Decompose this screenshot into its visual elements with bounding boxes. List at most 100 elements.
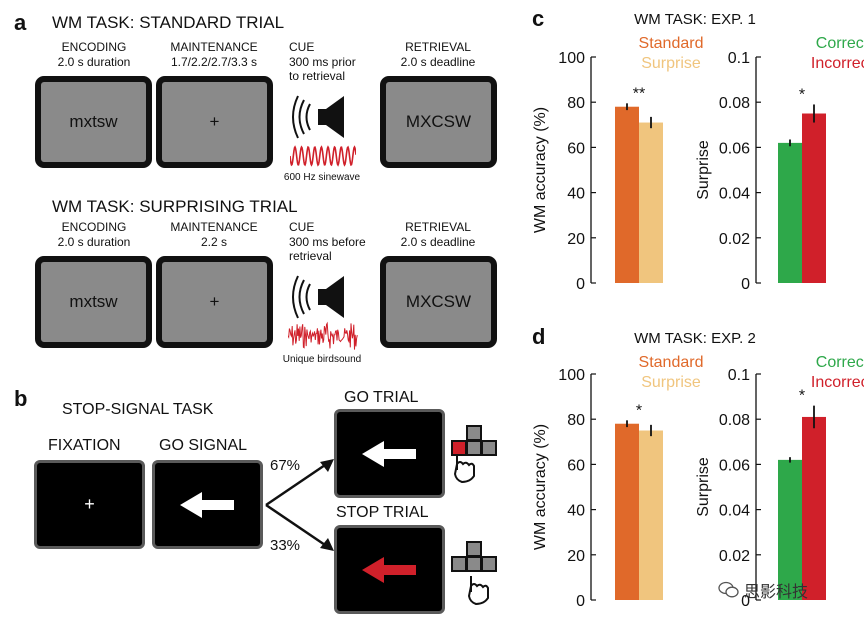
y-axis-label: Surprise [695, 140, 712, 200]
y-tick-label: 0.1 [728, 50, 750, 67]
bar-incorrect [802, 416, 826, 600]
stop-trial-label: STOP TRIAL [336, 504, 429, 521]
standard-trial-title: WM TASK: STANDARD TRIAL [52, 13, 285, 32]
panel-letter-d: d [532, 324, 546, 349]
surprising-cue-header: CUE 300 ms before retrieval [289, 220, 366, 263]
y-tick-label: 0 [576, 593, 585, 610]
y-tick-label: 20 [567, 548, 585, 565]
legend-entry: Incorrect [811, 55, 864, 72]
go-signal-screen [152, 460, 263, 549]
legend-entry: Surprise [641, 374, 701, 391]
bar-charts: WM TASK: EXP. 1 0 20 40 60 80 100 WM accuracy (… [532, 11, 864, 610]
go-signal-label: GO SIGNAL [159, 437, 248, 454]
y-tick-label: 20 [567, 231, 585, 248]
keypad-withhold-icon [451, 541, 497, 606]
y-tick-label: 0.04 [719, 503, 750, 520]
y-tick-label: 0.1 [728, 367, 750, 384]
surprising-trial-title: WM TASK: SURPRISING TRIAL [52, 197, 298, 216]
y-tick-label: 100 [558, 50, 585, 67]
birdsound-waveform-icon [288, 321, 358, 350]
fixation-cross: + [84, 494, 95, 514]
screen-text: + [209, 112, 220, 131]
bar-surprise [639, 430, 663, 600]
watermark-text: 思影科技 [744, 584, 809, 601]
branch-arrows-icon [265, 459, 334, 551]
y-tick-label: 40 [567, 503, 585, 520]
significance-marker: ** [633, 85, 645, 102]
significance-marker: * [799, 388, 805, 405]
standard-encoding-screen: mxtsw [35, 76, 152, 168]
y-tick-label: 0 [741, 593, 750, 610]
y-tick-label: 0.06 [719, 140, 750, 157]
bar-surprise [639, 122, 663, 283]
left-arrow-icon [179, 491, 234, 518]
y-tick-label: 0 [576, 276, 585, 293]
go-trial-label: GO TRIAL [344, 389, 419, 406]
screen-text: MXCSW [405, 292, 472, 311]
standard-maintenance-screen: + [156, 76, 273, 168]
bar-correct [778, 142, 802, 283]
legend-entry: Standard [639, 35, 704, 52]
legend-entry: Surprise [641, 55, 701, 72]
red-left-arrow-icon [361, 556, 416, 583]
speaker-icon [292, 95, 344, 139]
panel-letter-a: a [14, 10, 27, 35]
go-trial-screen [334, 409, 445, 498]
y-tick-label: 0.08 [719, 412, 750, 429]
screen-text: + [209, 292, 220, 311]
bar-standard [615, 106, 639, 283]
legend-entry: Standard [639, 354, 704, 371]
surprising-encoding-screen: mxtsw [35, 256, 152, 348]
y-tick-label: 0.08 [719, 95, 750, 112]
y-tick-label: 80 [567, 412, 585, 429]
y-tick-label: 100 [558, 367, 585, 384]
speaker-icon [292, 275, 344, 319]
significance-marker: * [636, 402, 642, 419]
y-axis-label: WM accuracy (%) [532, 107, 549, 233]
y-tick-label: 40 [567, 186, 585, 203]
fixation-screen: + [34, 460, 145, 549]
y-tick-label: 60 [567, 457, 585, 474]
bar-incorrect [802, 113, 826, 283]
fixation-label: FIXATION [48, 437, 121, 454]
standard-cue-header: CUE 300 ms prior to retrieval [289, 40, 356, 83]
sinewave-icon [290, 145, 356, 167]
left-arrow-icon [361, 440, 416, 467]
y-tick-label: 0.02 [719, 548, 750, 565]
surprising-maintenance-screen: + [156, 256, 273, 348]
surprising-cue-caption: Unique birdsound [282, 354, 362, 365]
stop-trial-screen [334, 525, 445, 614]
y-tick-label: 0.06 [719, 457, 750, 474]
y-tick-label: 80 [567, 95, 585, 112]
standard-cue-caption: 600 Hz sinewave [283, 172, 361, 183]
bar-correct [778, 459, 802, 600]
legend-entry: Correct [816, 35, 864, 52]
panel-letter-b: b [14, 386, 28, 411]
watermark: 思影科技 [718, 578, 808, 602]
legend-entry: Incorrect [811, 374, 864, 391]
screen-text: MXCSW [405, 112, 472, 131]
chart-title: WM TASK: EXP. 2 [634, 330, 756, 347]
y-tick-label: 0.02 [719, 231, 750, 248]
go-trial-percent: 67% [270, 457, 301, 474]
screen-text: mxtsw [69, 292, 118, 311]
y-tick-label: 60 [567, 140, 585, 157]
wechat-icon [718, 581, 739, 598]
stop-signal-task-title: STOP-SIGNAL TASK [62, 401, 214, 418]
bar-standard [615, 423, 639, 600]
standard-retrieval-screen: MXCSW [380, 76, 497, 168]
stop-trial-percent: 33% [270, 537, 301, 554]
keypad-press-icon [451, 425, 497, 484]
chart-title: WM TASK: EXP. 1 [634, 11, 756, 28]
y-tick-label: 0 [741, 276, 750, 293]
screen-text: mxtsw [69, 112, 118, 131]
panel-letter-c: c [532, 6, 545, 31]
y-tick-label: 0.04 [719, 186, 750, 203]
significance-marker: * [799, 86, 805, 103]
